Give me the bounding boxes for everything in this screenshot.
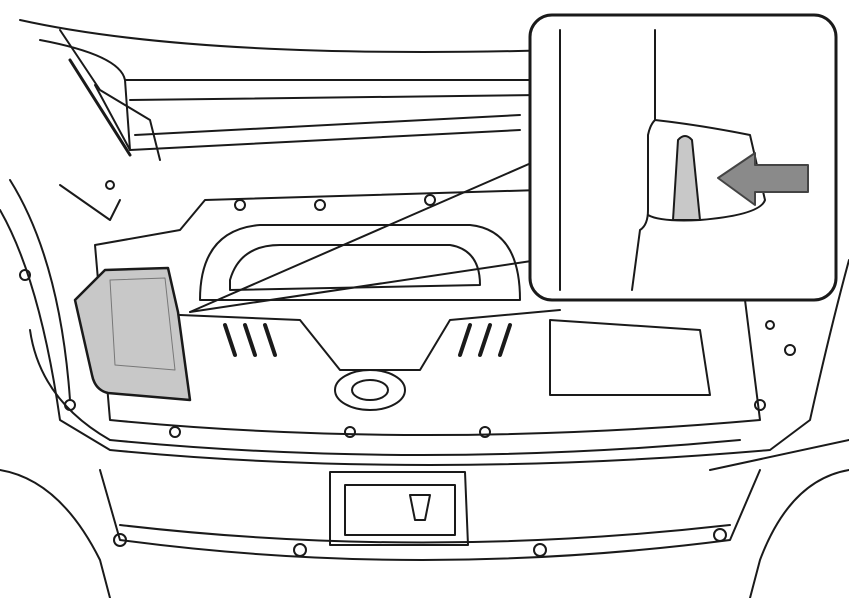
release-tab (672, 135, 701, 221)
detail-inset (528, 13, 838, 302)
frunk-surround (0, 179, 849, 598)
arrow-icon (717, 152, 809, 206)
bolts (19, 180, 796, 557)
hood-strut (59, 58, 132, 221)
highlighted-cover (73, 266, 192, 402)
open-hood (19, 19, 561, 161)
frunk-tub (94, 189, 761, 436)
latch-panel (329, 471, 469, 546)
callout-lines (189, 159, 539, 313)
